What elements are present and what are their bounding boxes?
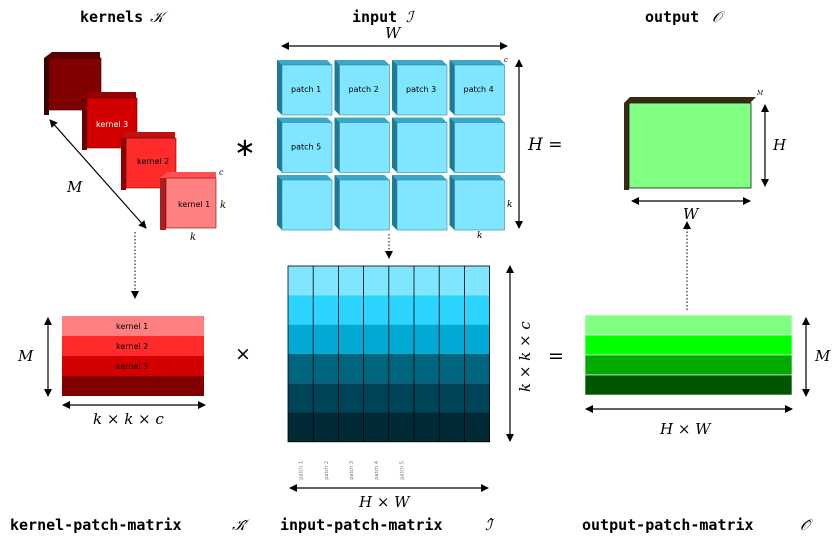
kernel-width-label: k	[190, 232, 196, 243]
input-grid: patch 1 patch 2 patch 3 patch 4 patch 5	[277, 60, 505, 231]
symbol-kernels-hat: 𝒦̂	[232, 516, 251, 534]
output-width-label: W	[683, 205, 700, 223]
output-matrix-height-label: M	[814, 347, 831, 365]
symbol-input: ℐ	[406, 8, 416, 26]
kernel-depth-label: c	[219, 168, 224, 177]
kernel-patch-matrix: kernel 1 kernel 2 kernel 3	[62, 316, 204, 396]
kernel-cubes: kernel 3 kernel 2 kernel 1	[44, 52, 217, 230]
title-kernel-patch-matrix: kernel-patch-matrix	[10, 516, 182, 534]
output-patch-matrix	[584, 314, 793, 396]
input-matrix-height-label: k × k × c	[516, 321, 534, 392]
patch-column-labels: patch 1 patch 2 patch 3 patch 4 patch 5	[299, 461, 406, 480]
symbol-output-hat: 𝒪̂	[800, 516, 813, 534]
input-matrix-width-label: H × W	[358, 493, 411, 511]
input-cube: patch 5	[277, 117, 333, 173]
kernel-cube-1: kernel 1	[160, 172, 217, 230]
input-cube	[392, 175, 448, 231]
output-depth-label: M	[756, 90, 764, 97]
input-cube: patch 4	[449, 60, 505, 116]
title-kernels: kernels	[80, 8, 143, 26]
kernel-matrix-row	[62, 376, 204, 396]
kernel-matrix-row	[62, 356, 204, 376]
patch-column-label: patch 2	[324, 461, 330, 480]
input-cube	[449, 117, 505, 173]
input-height-equals: H =	[527, 135, 562, 155]
input-k-height-label: k	[507, 200, 512, 210]
input-cube	[392, 117, 448, 173]
output-matrix-row	[584, 354, 793, 376]
patch-label: patch 4	[464, 85, 494, 94]
equals-symbol: =	[548, 345, 564, 367]
input-k-width-label: k	[477, 231, 482, 241]
patch-label: patch 3	[406, 85, 436, 94]
output-face	[628, 102, 752, 189]
title-output: output	[645, 8, 699, 26]
output-matrix-width-label: H × W	[659, 420, 712, 438]
input-cube: patch 1	[277, 60, 333, 116]
kernel-matrix-height-label: M	[17, 347, 34, 365]
title-output-patch-matrix: output-patch-matrix	[582, 516, 754, 534]
input-cube: patch 3	[392, 60, 448, 116]
kernel-label-1: kernel 1	[178, 200, 210, 209]
input-patch-matrix	[287, 265, 491, 443]
input-cube	[334, 175, 390, 231]
kernel-label-2: kernel 2	[137, 157, 169, 166]
kernel-label-3: kernel 3	[96, 120, 128, 129]
times-symbol: ×	[235, 343, 251, 365]
kernel-matrix-row	[62, 336, 204, 356]
conv-symbol: ∗	[234, 133, 256, 163]
title-input: input	[352, 8, 397, 26]
output-matrix-row	[584, 314, 793, 336]
input-matrix-border	[287, 265, 491, 443]
patch-label: patch 5	[291, 143, 321, 152]
kernel-matrix-row-label: kernel 2	[116, 342, 148, 351]
kernel-matrix-row-label: kernel 3	[116, 362, 148, 371]
kernel-count-arrow	[49, 119, 147, 229]
input-cube	[334, 117, 390, 173]
input-width-label: W	[385, 24, 402, 42]
kernel-matrix-row-label: kernel 1	[116, 322, 148, 331]
input-depth-label: c	[504, 56, 508, 64]
symbol-kernels: 𝒦	[150, 8, 169, 26]
patch-column-label: patch 5	[399, 461, 405, 480]
input-cube	[277, 175, 333, 231]
title-input-patch-matrix: input-patch-matrix	[280, 516, 443, 534]
kernel-matrix-width-label: k × k × c	[93, 410, 164, 428]
kernel-height-label: k	[220, 200, 226, 211]
kernel-matrix-row	[62, 316, 204, 336]
output-matrix-row	[584, 334, 793, 356]
output-matrix-row	[584, 374, 793, 396]
kernel-count-label: M	[66, 178, 83, 196]
symbol-output: 𝒪	[712, 8, 725, 26]
patch-label: patch 1	[291, 85, 321, 94]
input-cube: patch 2	[334, 60, 390, 116]
patch-label: patch 2	[349, 85, 379, 94]
symbol-input-hat: ℐ̂	[485, 516, 495, 534]
patch-column-label: patch 4	[374, 461, 380, 480]
patch-column-label: patch 3	[349, 461, 355, 480]
output-volume	[624, 97, 756, 190]
input-cube	[449, 175, 505, 231]
patch-column-label: patch 1	[299, 461, 305, 480]
output-height-label: H	[772, 136, 787, 154]
